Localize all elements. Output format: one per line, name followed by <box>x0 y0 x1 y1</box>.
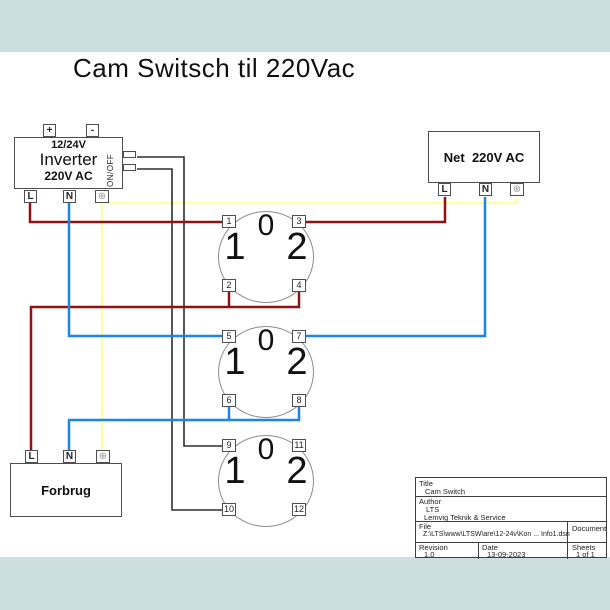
wire-live-net-to-t3 <box>306 197 447 224</box>
titleblock-title-value: Cam Switch <box>425 487 466 496</box>
title-block-divider <box>416 542 606 543</box>
titleblock-revision-value: 1.0 <box>424 550 435 559</box>
inverter-onoff-label: ON/OFF <box>106 153 115 187</box>
cam-switch-2: 0 1 2 5 7 6 8 <box>210 320 322 435</box>
titleblock-document-label: Document <box>572 524 607 533</box>
inverter-box: 12/24V Inverter 220V AC <box>14 137 123 189</box>
net-ground-icon: ⊕ <box>510 183 524 196</box>
net-n-terminal: N <box>479 183 492 196</box>
load-ground-icon: ⊕ <box>96 450 110 463</box>
terminal-7: 7 <box>292 330 306 343</box>
top-band <box>0 0 610 52</box>
wire-ground-bus <box>101 197 519 205</box>
title-block-divider <box>416 496 606 497</box>
load-box: Forbrug <box>10 463 122 517</box>
wire-neutral-inverter-to-t5 <box>67 203 223 338</box>
cam-switch-3-dial <box>218 435 314 527</box>
cam-switch-3-position-1: 1 <box>224 450 246 492</box>
cam-switch-3-position-2: 2 <box>286 450 308 492</box>
titleblock-sheets-value: 1 of 1 <box>576 550 595 559</box>
titleblock-author-label: Author <box>419 497 442 506</box>
cam-switch-1-dial <box>218 211 314 303</box>
terminal-10: 10 <box>222 503 236 516</box>
cam-switch-2-dial <box>218 326 314 418</box>
inverter-plus-terminal: + <box>43 124 56 137</box>
net-l-terminal: L <box>438 183 451 196</box>
titleblock-company-value: Lemvig Teknik & Service <box>424 513 506 522</box>
bottom-band <box>0 557 610 610</box>
title-block-divider <box>478 542 479 559</box>
titleblock-sheets-label: Sheets <box>572 543 596 552</box>
wire-onoff-to-t9 <box>137 156 223 447</box>
load-l-terminal: L <box>25 450 38 463</box>
page-title: Cam Switsch til 220Vac <box>73 53 356 83</box>
terminal-1: 1 <box>222 215 236 228</box>
cam-switch-1-position-1: 1 <box>224 226 246 268</box>
cam-switch-1: 0 1 2 1 3 2 4 <box>210 205 322 320</box>
cam-switch-2-position-1: 1 <box>224 341 246 383</box>
inverter-name: Inverter <box>39 150 98 169</box>
titleblock-file-value: Z:\LTS\www\LTSW\are\12-24v\Kon ... Info1… <box>423 531 570 538</box>
titleblock-date-label: Date <box>482 543 498 552</box>
terminal-8: 8 <box>292 394 306 407</box>
inverter-output-label: 220V AC <box>44 169 93 183</box>
wire-live-inverter-to-t1 <box>28 203 223 224</box>
load-n-terminal: N <box>63 450 76 463</box>
terminal-3: 3 <box>292 215 306 228</box>
terminal-4: 4 <box>292 279 306 292</box>
cam-switch-1-position-2: 2 <box>286 226 308 268</box>
net-supply-box: Net 220V AC <box>428 131 540 183</box>
inverter-input-label: 12/24V <box>51 139 86 151</box>
title-block-divider <box>567 521 568 559</box>
inverter-minus-terminal: - <box>86 124 99 137</box>
wire-neutral-net-to-t7 <box>306 197 487 338</box>
titleblock-revision-label: Revision <box>419 543 448 552</box>
terminal-9: 9 <box>222 439 236 452</box>
load-label: Forbrug <box>41 482 91 498</box>
titleblock-file-label: File <box>419 522 432 531</box>
wire-live-t4-to-load <box>29 292 301 452</box>
terminal-11: 11 <box>292 439 306 452</box>
terminal-12: 12 <box>292 503 306 516</box>
terminal-6: 6 <box>222 394 236 407</box>
net-supply-label: Net 220V AC <box>443 149 525 165</box>
inverter-onoff-tab-2 <box>123 164 136 171</box>
terminal-5: 5 <box>222 330 236 343</box>
inverter-ground-icon: ⊕ <box>95 190 109 203</box>
title-block-divider <box>416 521 606 522</box>
titleblock-title-label: Title <box>419 479 433 488</box>
inverter-l-terminal: L <box>24 190 37 203</box>
inverter-onoff-tab-1 <box>123 151 136 158</box>
cam-switch-3-position-0: 0 <box>257 433 275 466</box>
cam-switch-2-position-0: 0 <box>257 324 275 357</box>
cam-switch-1-position-0: 0 <box>257 209 275 242</box>
wire-neutral-t8-to-load <box>67 407 301 452</box>
titleblock-author-value: LTS <box>426 505 440 514</box>
wire-onoff-to-t10 <box>137 168 223 511</box>
cam-switch-3: 0 1 2 9 11 10 12 <box>210 429 322 544</box>
titleblock-date-value: 13-09-2023 <box>487 550 526 559</box>
title-block: Title Cam Switch Author LTS Lemvig Tekni… <box>415 477 607 559</box>
inverter-n-terminal: N <box>63 190 76 203</box>
terminal-2: 2 <box>222 279 236 292</box>
cam-switch-2-position-2: 2 <box>286 341 308 383</box>
